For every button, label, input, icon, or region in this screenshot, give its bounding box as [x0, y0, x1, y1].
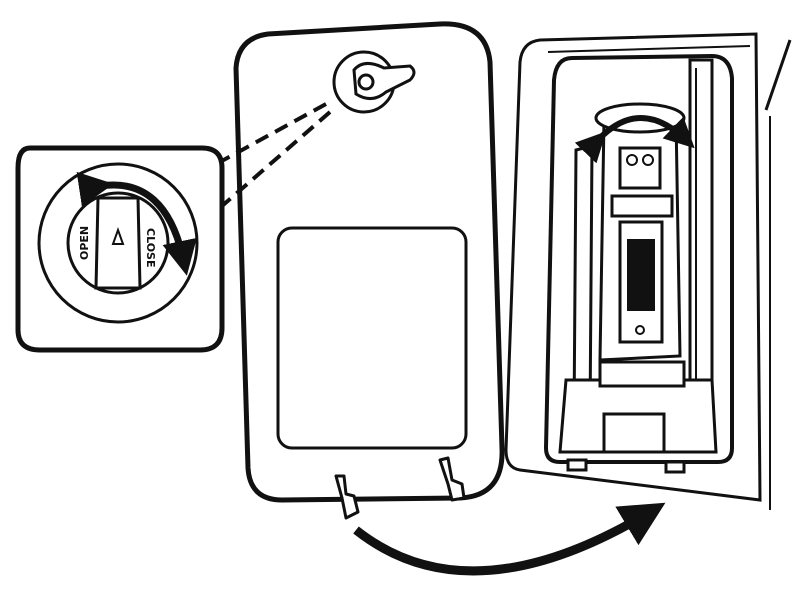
cover-recess — [276, 226, 468, 450]
hinge-clip-icon — [334, 456, 466, 520]
jack-handle-arrow-icon — [574, 115, 695, 164]
knob-label-close: CLOSE — [144, 228, 157, 267]
jack-icon — [574, 102, 695, 362]
curved-arrow-icon — [76, 171, 197, 276]
lock-knob-icon — [332, 50, 416, 114]
knob-inset: OPEN CLOSE — [15, 145, 225, 353]
reattach-arrow-icon — [353, 502, 666, 576]
notch-left — [566, 458, 588, 472]
notch-right — [664, 460, 686, 474]
knob-label-open: OPEN — [78, 226, 91, 260]
jack-compartment — [504, 32, 792, 510]
cover-panel — [233, 21, 505, 520]
leader-lines — [219, 102, 332, 208]
